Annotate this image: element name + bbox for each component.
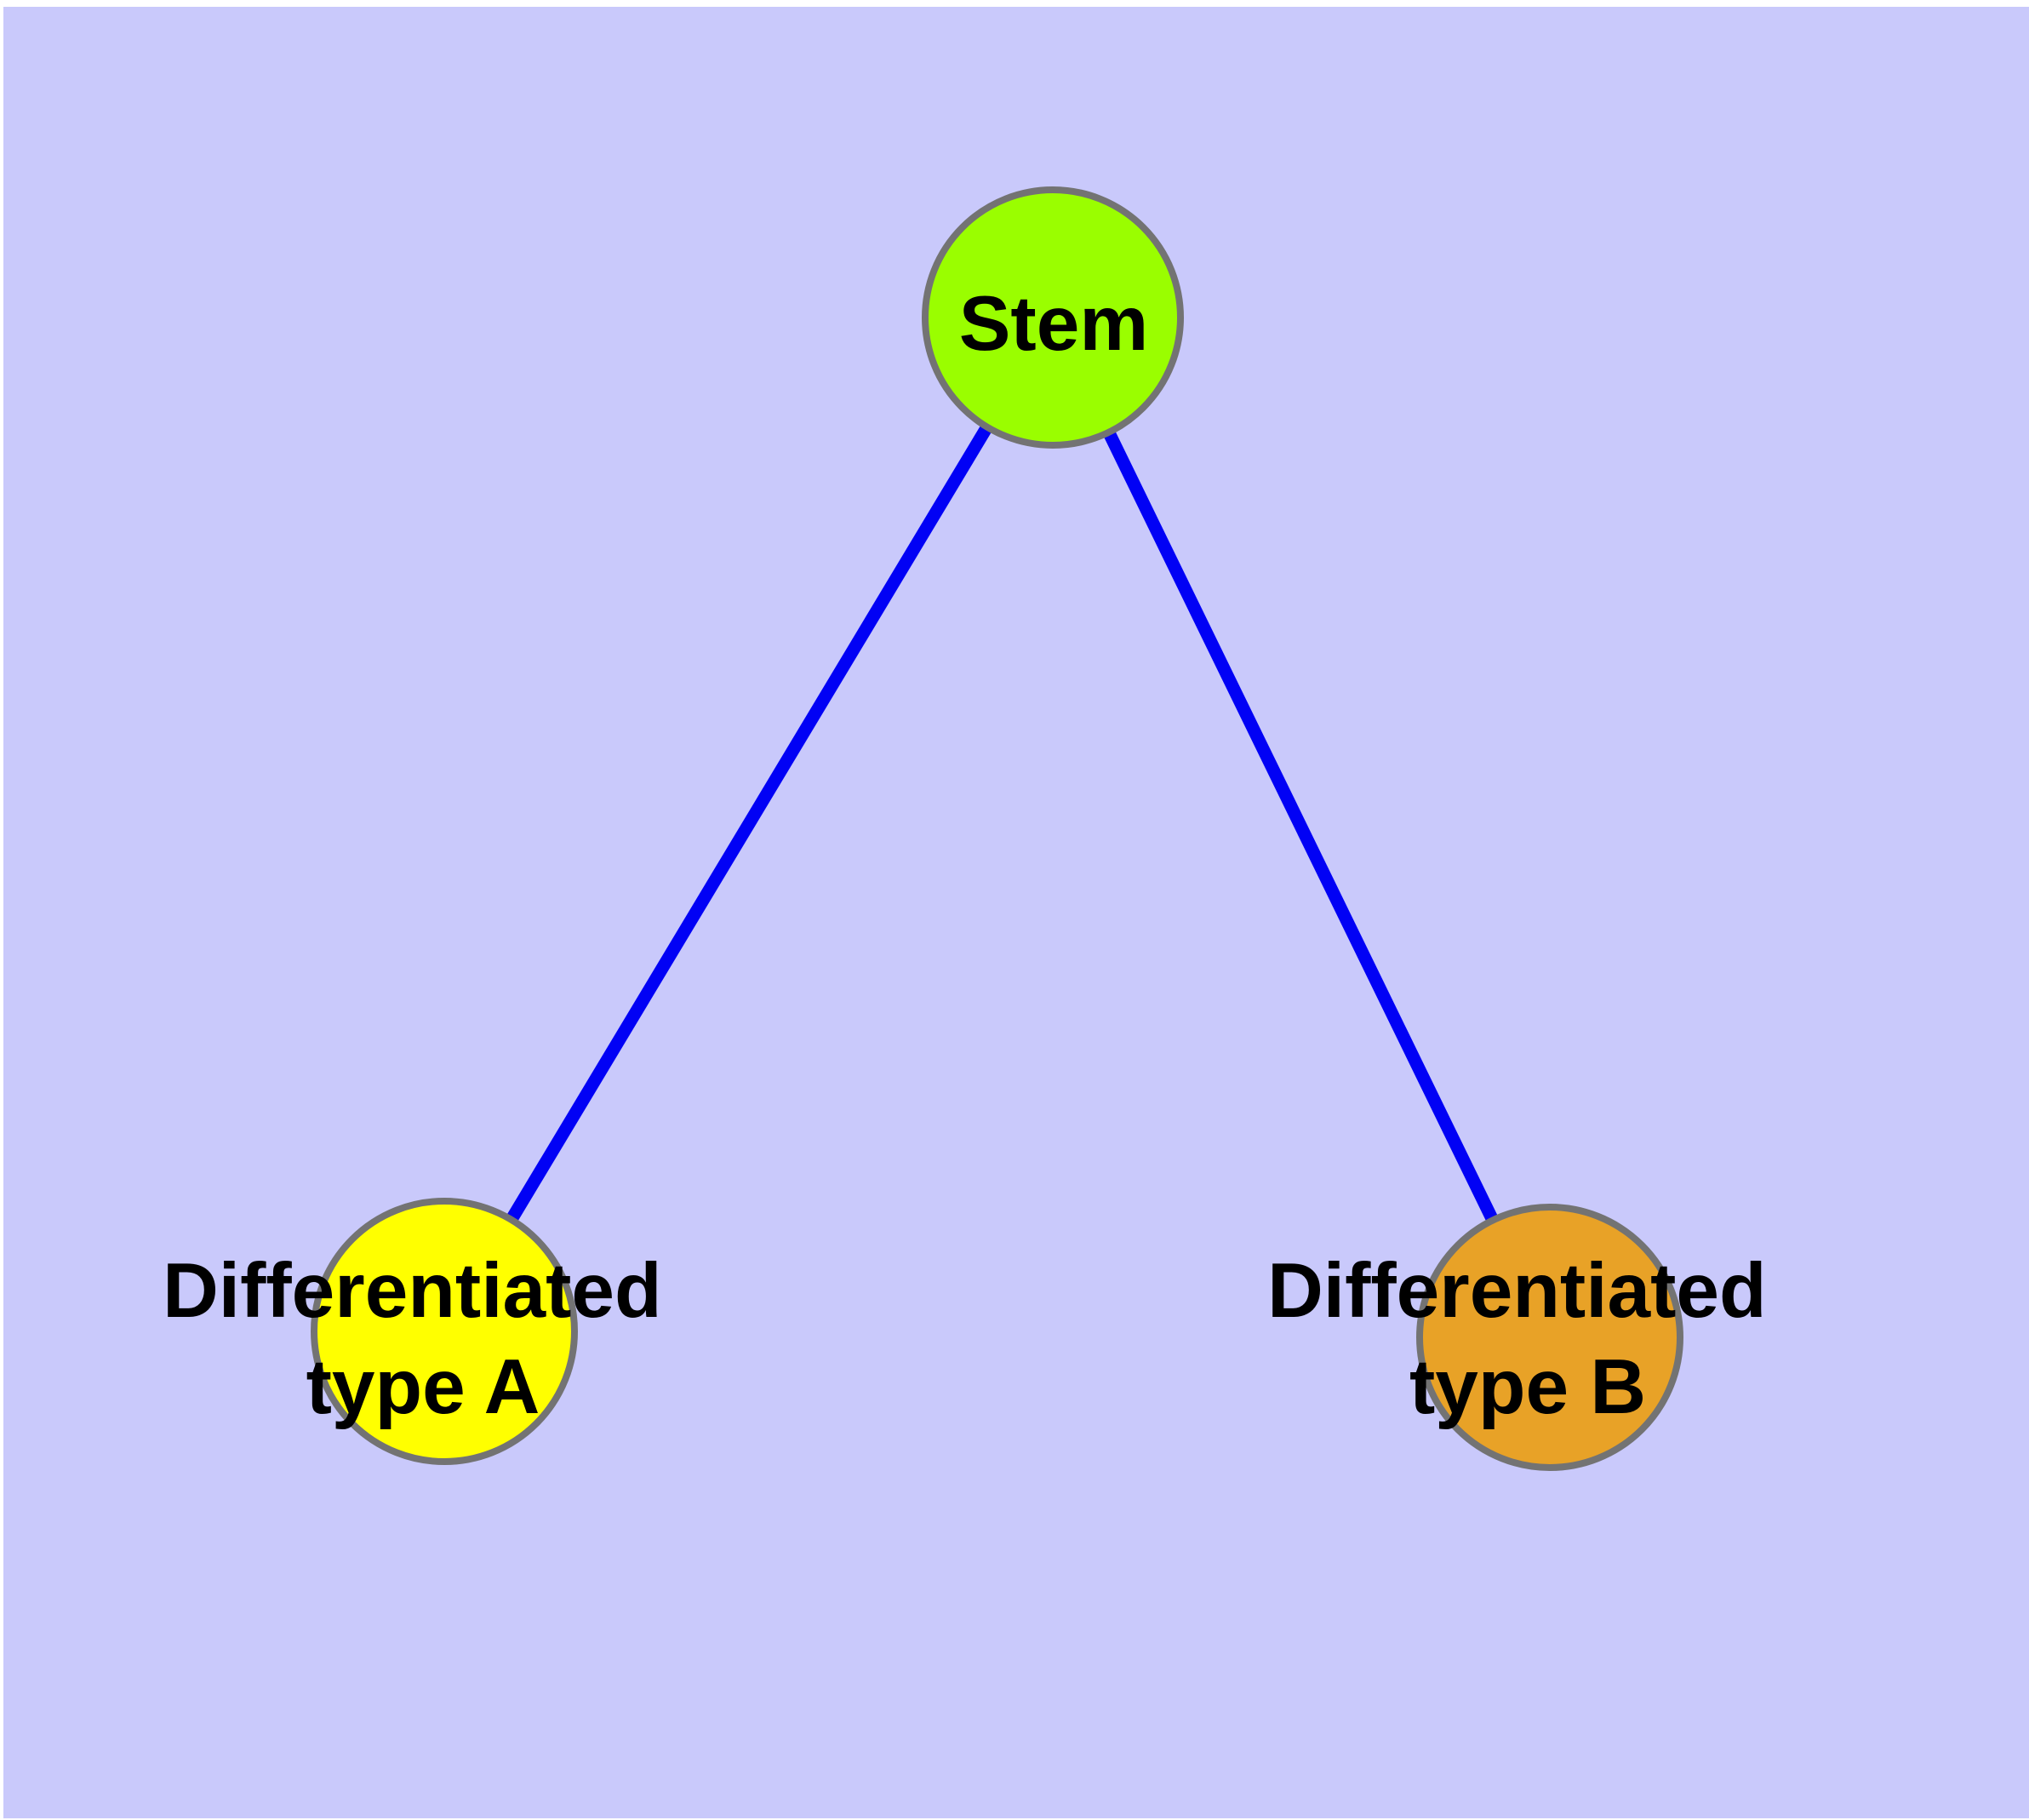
node-type-a-label-line-2: type A (306, 1344, 540, 1430)
node-type-b-label-line-1: Differentiated (1267, 1248, 1767, 1334)
node-type-b-label-line-2: type B (1409, 1344, 1646, 1430)
edge-stem-to-type-b (1047, 314, 1556, 1341)
node-stem (922, 186, 1184, 449)
node-type-a-label-line-1: Differentiated (163, 1248, 662, 1334)
node-type-b (1416, 1204, 1683, 1471)
node-stem-label: Stem (959, 281, 1149, 367)
edge-stem-to-type-a (438, 314, 1059, 1335)
node-type-a-label: Differentiated type A (163, 1248, 683, 1430)
node-type-a (311, 1198, 578, 1465)
node-type-b-label: Differentiated type B (1267, 1248, 1788, 1430)
